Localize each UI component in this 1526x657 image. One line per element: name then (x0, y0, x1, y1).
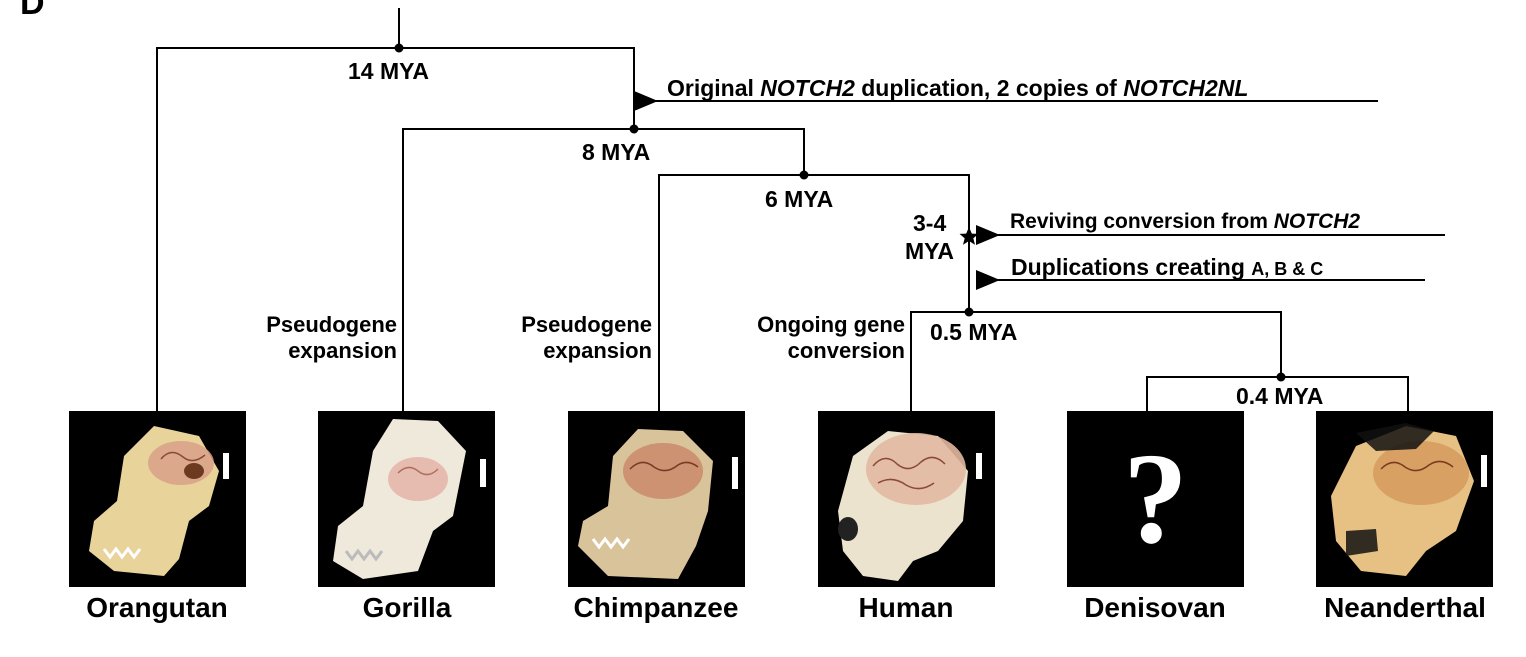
species-label-orangutan: Orangutan (86, 592, 228, 623)
human-skull-icon (838, 431, 982, 581)
time-label-3-4mya-line2: MYA (905, 238, 954, 264)
species-label-gorilla: Gorilla (362, 592, 452, 623)
time-label-14mya: 14 MYA (348, 58, 429, 84)
node-8mya (629, 124, 639, 134)
chimpanzee-skull-icon (578, 429, 738, 579)
node-14mya (394, 43, 404, 53)
species-label-human: Human (858, 592, 954, 623)
species-label-denisovan: Denisovan (1084, 592, 1226, 623)
gorilla-skull-icon (333, 419, 486, 579)
star-icon (959, 227, 979, 245)
annotation-gorilla: Pseudogene expansion (266, 312, 397, 363)
time-label-3-4mya-line1: 3-4 (913, 210, 947, 236)
time-label-6mya: 6 MYA (765, 186, 834, 212)
node-05mya (964, 307, 974, 317)
annotation-chimpanzee: Pseudogene expansion (521, 312, 652, 363)
neanderthal-skull-icon (1331, 423, 1487, 576)
event-original-duplication: Original NOTCH2 duplication, 2 copies of… (667, 75, 1249, 101)
branch-6mya (658, 174, 970, 411)
species-tile-neanderthal (1316, 411, 1493, 587)
species-tile-gorilla (318, 411, 495, 587)
species-tile-orangutan (69, 411, 246, 587)
species-tile-human (818, 411, 995, 587)
event-reviving-conversion: Reviving conversion from NOTCH2 (1010, 210, 1361, 233)
branch-8mya (402, 128, 805, 411)
orangutan-skull-icon (89, 426, 229, 576)
species-tile-chimpanzee (568, 411, 745, 587)
species-label-chimpanzee: Chimpanzee (573, 592, 739, 623)
time-label-8mya: 8 MYA (582, 139, 651, 165)
branch-05mya (910, 311, 1282, 411)
node-04mya (1276, 372, 1286, 382)
species-label-neanderthal: Neanderthal (1324, 592, 1486, 623)
node-6mya (799, 170, 809, 180)
event-duplications: Duplications creating A, B & C (1011, 254, 1324, 280)
time-label-05mya: 0.5 MYA (930, 319, 1018, 345)
annotation-human: Ongoing gene conversion (757, 312, 905, 363)
species-tile-denisovan: ? (1067, 411, 1244, 587)
question-mark-icon: ? (1123, 427, 1188, 571)
panel-letter: D (20, 0, 45, 22)
time-label-04mya: 0.4 MYA (1236, 383, 1324, 409)
